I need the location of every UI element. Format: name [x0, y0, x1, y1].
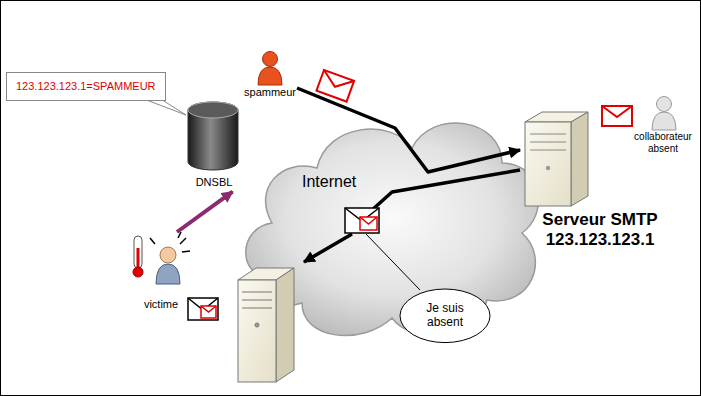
node-icon — [244, 50, 296, 86]
icon-node: Serveur SMTP 123.123.123.1 — [520, 108, 670, 249]
node-icon — [546, 166, 550, 170]
node-icon — [184, 98, 244, 176]
node-icon — [133, 267, 143, 277]
bounce-server — [242, 308, 272, 309]
node-icon — [571, 112, 588, 206]
bounce-server — [276, 268, 294, 382]
node-icon — [150, 238, 155, 244]
delivered-envelope — [602, 106, 632, 126]
bounce-server — [242, 300, 272, 301]
node-icon — [530, 150, 566, 151]
bounce-envelope — [345, 208, 379, 233]
icon-node: spammeur — [243, 50, 297, 99]
delivered-envelope — [602, 106, 632, 117]
node-label: Je suis absent — [419, 302, 471, 330]
cloud-outline — [232, 78, 548, 348]
victim-envelope — [201, 306, 216, 318]
node-label: spammeur — [243, 86, 297, 99]
bounce-server — [242, 292, 272, 293]
node-icon — [530, 142, 566, 143]
node-icon — [520, 108, 600, 210]
bounce-server — [255, 323, 259, 327]
cloud-outline — [246, 123, 539, 336]
node-icon — [188, 102, 238, 118]
node-icon — [525, 122, 571, 206]
node-icon — [652, 112, 676, 130]
node-label: Internet — [302, 173, 356, 191]
icon-node: DNSBL — [183, 98, 245, 189]
arrow-connector — [177, 192, 233, 232]
node-icon — [156, 264, 180, 284]
node-icon — [188, 102, 238, 170]
spam-envelope — [320, 70, 354, 92]
bounce-server — [238, 268, 294, 382]
network-cloud: Internet — [232, 78, 548, 348]
node-icon — [180, 238, 186, 244]
node-icon — [160, 247, 176, 263]
bounce-envelope — [360, 217, 377, 224]
node-icon — [530, 134, 566, 135]
node-label: 123.123.123.1=SPAMMEUR — [16, 80, 156, 93]
node-label: DNSBL — [183, 176, 245, 189]
victim-envelope — [188, 298, 218, 320]
node-icon — [657, 97, 672, 112]
bounce-envelope — [345, 208, 379, 233]
icon-node: victime — [127, 232, 195, 311]
callout-box: 123.123.123.1=SPAMMEUR — [6, 72, 166, 101]
message-ellipse: Je suis absent — [399, 288, 491, 344]
node-label: Serveur SMTP 123.123.123.1 — [530, 210, 670, 249]
node-icon — [128, 232, 194, 298]
ellipse-outline — [400, 289, 490, 343]
node-label: collaborateur absent — [631, 131, 695, 154]
node-label: victime — [127, 298, 195, 311]
node-icon — [263, 52, 278, 67]
victim-envelope — [188, 298, 218, 320]
node-icon — [178, 232, 181, 238]
victim-envelope — [201, 306, 216, 312]
node-icon — [182, 251, 190, 252]
node-icon — [632, 95, 696, 131]
node-icon — [258, 67, 282, 85]
bounce-envelope — [360, 217, 377, 230]
icon-node: collaborateur absent — [631, 95, 697, 154]
bounce-server — [238, 280, 276, 382]
delivered-envelope — [602, 106, 632, 126]
